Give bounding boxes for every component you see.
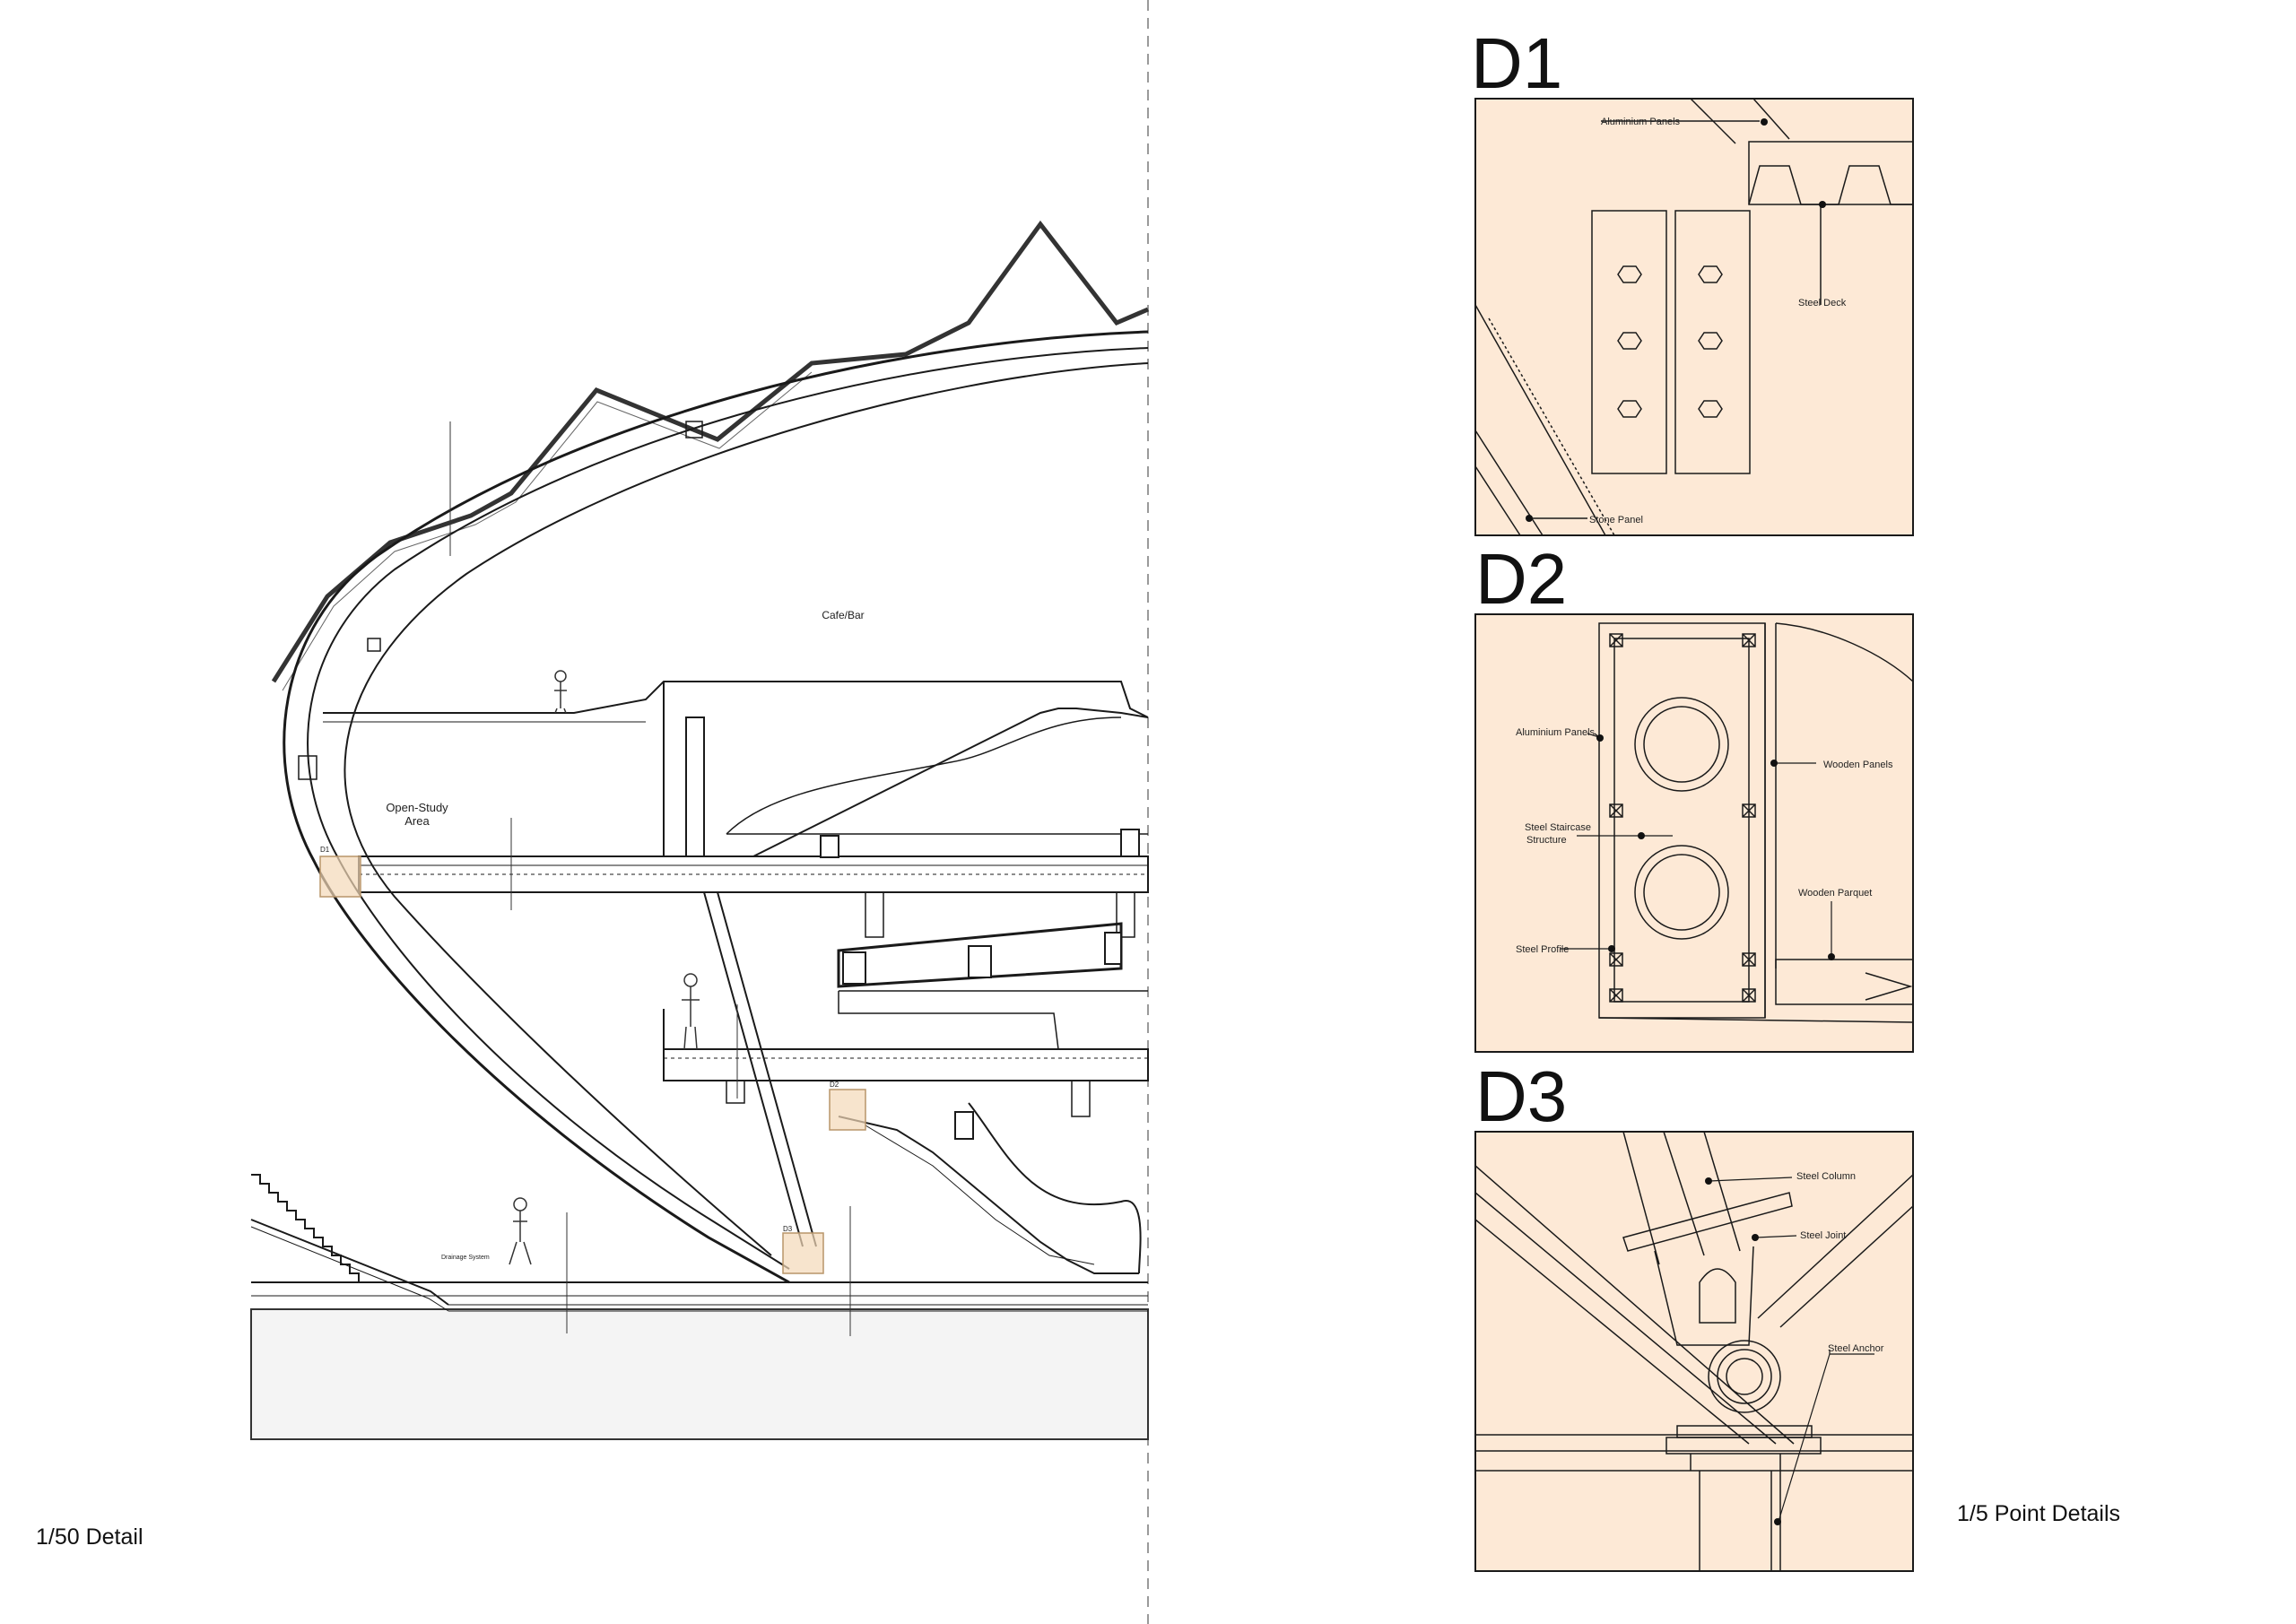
detail-d2-title: D2: [1475, 539, 1567, 619]
detail-d3: Steel Column Steel Joint Steel Anchor: [1474, 1131, 1914, 1572]
human-figures: [509, 670, 700, 1265]
d1-label-aluminium: Aluminium Panels: [1601, 117, 1681, 127]
d3-label-steel-joint: Steel Joint: [1800, 1230, 1846, 1241]
lower-staircase: [838, 1116, 1139, 1274]
room-label-cafe: Cafe/Bar: [822, 609, 864, 621]
d2-label-aluminium: Aluminium Panels: [1516, 727, 1596, 738]
detail-d3-frame: [1474, 1131, 1914, 1572]
detail-d2-frame: [1474, 613, 1914, 1053]
section-scale-label: 1/50 Detail: [36, 1524, 144, 1550]
d2-label-steel-profile: Steel Profile: [1516, 944, 1569, 955]
shell-outer: [283, 330, 1149, 1284]
callout-tag-d1: D1: [320, 846, 330, 854]
detail-d1: Aluminium Panels Steel Deck Stone Panel: [1474, 98, 1914, 536]
d2-label-wooden-parquet: Wooden Parquet: [1798, 888, 1872, 899]
diagonal-column: [703, 891, 804, 1247]
room-label-open-study: Open-Study: [386, 801, 448, 814]
callout-tag-d3: D3: [783, 1225, 793, 1233]
d1-label-steel-deck: Steel Deck: [1798, 298, 1847, 308]
soil-block: [250, 1308, 1149, 1440]
callout-d2-highlight: [829, 1089, 866, 1131]
section-drawing: [250, 220, 1149, 1440]
shell-inner: [344, 362, 1149, 1256]
detail-d1-title: D1: [1471, 23, 1562, 103]
exterior-stairs: [251, 1174, 360, 1282]
d2-label-staircase-2: Structure: [1526, 835, 1567, 846]
detail-d2: Aluminium Panels Wooden Panels Steel Sta…: [1474, 613, 1914, 1053]
detail-d3-title: D3: [1475, 1056, 1567, 1136]
d2-label-wooden-panels: Wooden Panels: [1823, 760, 1893, 770]
drainage-label: Drainage System: [441, 1255, 490, 1261]
upper-staircase: [752, 708, 1149, 857]
callout-d1-highlight: [319, 855, 361, 898]
room-label-area: Area: [404, 814, 430, 828]
detail-d1-frame: [1474, 98, 1914, 536]
d3-label-steel-anchor: Steel Anchor: [1828, 1343, 1884, 1354]
d2-label-staircase-1: Steel Staircase: [1525, 822, 1591, 833]
d1-label-stone-panel: Stone Panel: [1589, 515, 1643, 525]
roof-zigzag: [271, 220, 1149, 683]
d3-label-steel-column: Steel Column: [1796, 1171, 1856, 1182]
callout-tag-d2: D2: [830, 1081, 839, 1089]
details-scale-label: 1/5 Point Details: [1957, 1501, 2120, 1526]
floor-level-1: [663, 1048, 1149, 1081]
section-leaders: [449, 421, 851, 1336]
callout-d3-highlight: [782, 1232, 824, 1274]
